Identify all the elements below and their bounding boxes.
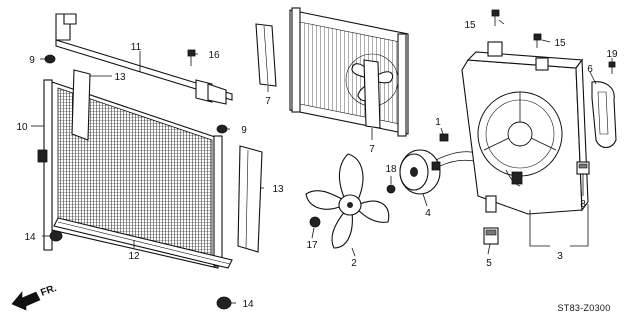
callout-5: 5: [486, 258, 492, 269]
condenser-side-seal-right: [237, 145, 263, 253]
callout-1: 1: [435, 117, 441, 128]
screw-19: [608, 61, 616, 74]
condenser-side-seal-left: [71, 69, 91, 141]
callout-7-radiator: 7: [369, 144, 375, 155]
radiator-assembly: [289, 7, 409, 137]
shroud-seal-right: [591, 81, 617, 149]
callout-16: 16: [208, 50, 220, 61]
nut-18: [386, 184, 396, 194]
callout-11: 11: [131, 42, 142, 53]
callout-13-upper: 13: [114, 72, 126, 83]
condenser-upper-bracket: [55, 13, 233, 105]
callout-14-bottom: 14: [242, 299, 254, 310]
callout-17: 17: [306, 240, 318, 251]
condenser: [37, 79, 223, 269]
nut-17: [309, 216, 321, 228]
callout-2: 2: [351, 258, 357, 269]
bolt-15-upper: [491, 9, 500, 26]
front-direction-arrow: FR.: [11, 283, 58, 311]
condenser-lower-seal: [53, 217, 233, 269]
callout-19: 19: [606, 49, 618, 60]
callout-13-right: 13: [272, 184, 284, 195]
bolt-16: [187, 49, 196, 66]
clip-1: [439, 133, 449, 142]
callout-8: 8: [580, 199, 586, 210]
fan-motor: [399, 149, 501, 195]
callout-9-right: 9: [241, 125, 247, 136]
clip-8: [576, 161, 590, 175]
cushion-bottom: [216, 296, 232, 310]
connector-5: [483, 227, 499, 245]
callout-15-upper: 15: [464, 20, 476, 31]
bolt-15-right: [533, 33, 542, 48]
leader-lines: [31, 19, 613, 304]
cooling-fan: [305, 153, 390, 249]
callout-10: 10: [16, 122, 28, 133]
nut-right: [216, 124, 228, 134]
callout-4: 4: [425, 208, 431, 219]
cushion-left: [49, 230, 63, 242]
shroud-seal-left: [255, 23, 277, 87]
callout-18: 18: [385, 164, 397, 175]
callout-6: 6: [587, 64, 593, 75]
direction-label: FR.: [39, 283, 58, 299]
diagram-code: ST83-Z0300: [557, 303, 610, 313]
callout-9-upper: 9: [29, 55, 35, 66]
fan-shroud: [461, 41, 589, 215]
callouts: 1 2 3 4 5 6 7 7 8 9 9 10 11 12 13 13 14 …: [16, 20, 618, 310]
callout-3: 3: [557, 251, 563, 262]
callout-12: 12: [128, 251, 140, 262]
callout-15-right: 15: [554, 38, 566, 49]
callout-14-left: 14: [24, 232, 36, 243]
callout-7-left: 7: [265, 96, 271, 107]
